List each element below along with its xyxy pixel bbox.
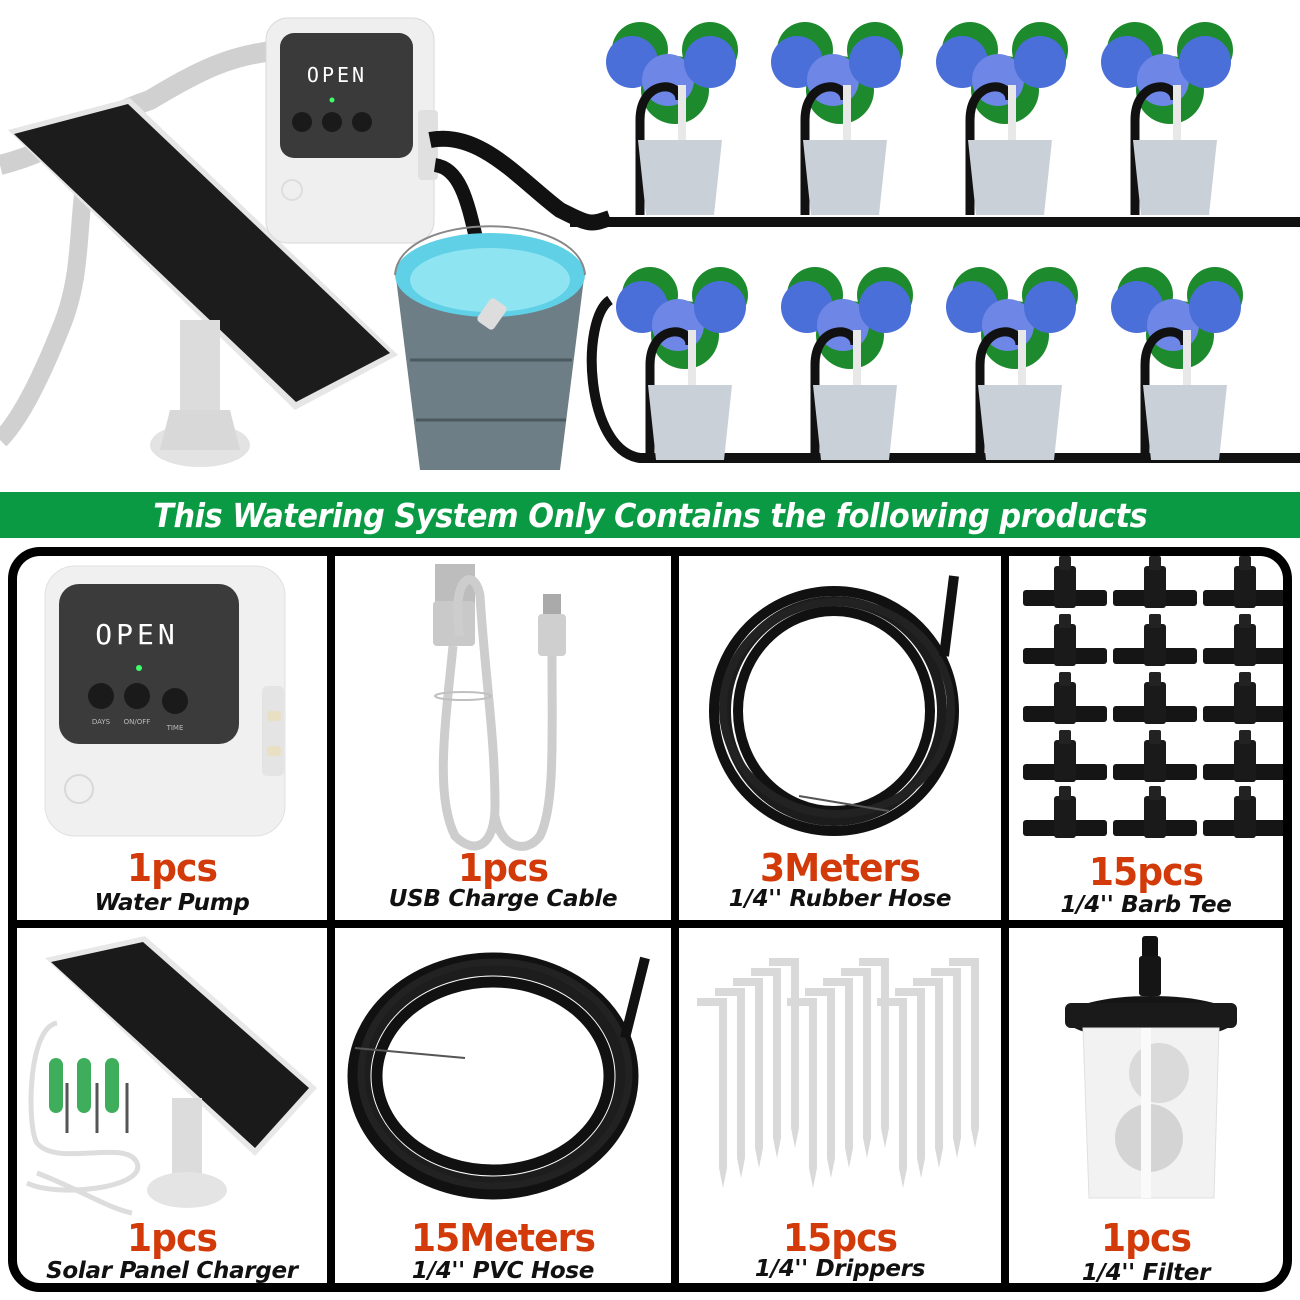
usb-cable-icon xyxy=(433,564,566,851)
product-card-drippers: 15pcs 1/4'' Drippers xyxy=(679,928,1001,1283)
solar-panel-icon xyxy=(25,936,317,1216)
rubber-hose-coil-icon xyxy=(709,575,959,836)
product-quantity: 1pcs xyxy=(457,846,549,890)
svg-text:OPEN: OPEN xyxy=(95,618,178,651)
svg-text:TIME: TIME xyxy=(166,724,184,732)
hero-illustration: OPEN xyxy=(0,0,1300,490)
product-quantity: 15pcs xyxy=(782,1216,898,1260)
pump-device-icon: OPEN xyxy=(265,17,438,244)
product-quantity: 3Meters xyxy=(760,846,921,890)
watering-system-scene-icon: OPEN xyxy=(0,17,1300,470)
product-card-pvc-hose: 15Meters 1/4'' PVC Hose xyxy=(335,928,671,1283)
product-quantity: 1pcs xyxy=(126,1216,218,1260)
water-pump-icon: OPEN DAYS ON/OFF TIME xyxy=(44,565,286,837)
product-card-rubber-hose: 3Meters 1/4'' Rubber Hose xyxy=(679,556,1001,920)
solar-panel-icon xyxy=(8,98,398,467)
product-card-filter: 1pcs 1/4'' Filter xyxy=(1009,928,1283,1283)
product-name: 1/4'' Filter xyxy=(1081,1260,1211,1283)
product-name: USB Charge Cable xyxy=(388,886,618,912)
product-quantity: 15pcs xyxy=(1088,850,1204,894)
pvc-hose-coil-icon xyxy=(347,952,650,1200)
svg-text:DAYS: DAYS xyxy=(92,718,111,726)
product-card-water-pump: OPEN DAYS ON/OFF TIME 1pcs Water Pump xyxy=(17,556,327,920)
product-quantity: 15Meters xyxy=(410,1216,596,1260)
product-name: 1/4'' Drippers xyxy=(754,1256,926,1282)
filter-icon xyxy=(1065,936,1237,1199)
potted-plants-row-top xyxy=(606,22,1233,215)
product-name: Solar Panel Charger xyxy=(46,1258,298,1283)
product-grid: OPEN DAYS ON/OFF TIME 1pcs Water Pump 1p xyxy=(8,547,1292,1292)
product-name: Water Pump xyxy=(94,890,250,916)
product-card-usb-cable: 1pcs USB Charge Cable xyxy=(335,556,671,920)
product-card-barb-tee: 15pcs 1/4'' Barb Tee xyxy=(1009,556,1283,920)
product-quantity: 1pcs xyxy=(1100,1216,1192,1260)
svg-text:ON/OFF: ON/OFF xyxy=(124,718,151,726)
contents-banner: This Watering System Only Contains the f… xyxy=(0,492,1300,538)
product-name: 1/4'' Rubber Hose xyxy=(728,886,952,912)
svg-text:OPEN: OPEN xyxy=(307,63,367,87)
banner-title: This Watering System Only Contains the f… xyxy=(152,495,1147,535)
product-quantity: 1pcs xyxy=(126,846,218,890)
potted-plants-row-bottom xyxy=(616,267,1243,460)
product-name: 1/4'' Barb Tee xyxy=(1060,892,1232,918)
product-card-solar-panel: 1pcs Solar Panel Charger xyxy=(17,928,327,1283)
bucket-icon xyxy=(394,225,586,470)
product-name: 1/4'' PVC Hose xyxy=(411,1258,595,1283)
